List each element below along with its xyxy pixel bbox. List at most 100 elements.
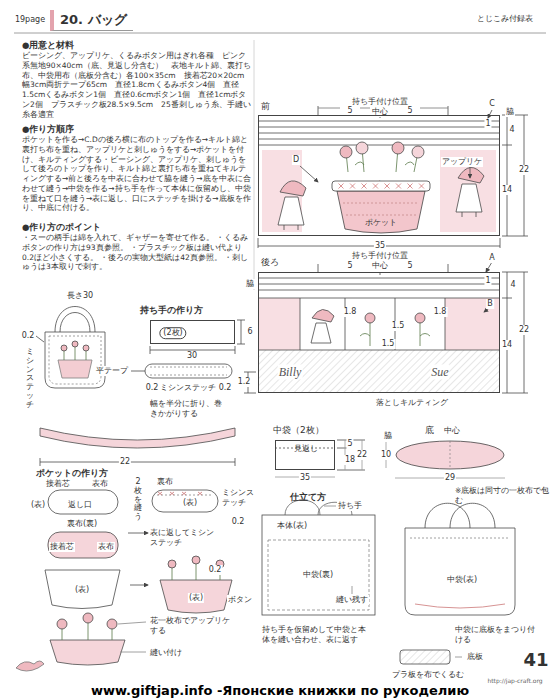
dimension-label: 22 bbox=[119, 457, 131, 467]
part-label: 中心 bbox=[371, 261, 389, 271]
watermark: www.giftjap.info -Японские книжки по рук… bbox=[90, 683, 470, 699]
part-label: 縫い付け bbox=[150, 648, 182, 658]
part-label: (表) bbox=[30, 500, 46, 510]
section-heading: ●用意と材料 bbox=[22, 40, 74, 51]
section-heading: ●作り方のポイント bbox=[22, 222, 101, 233]
dimension-label: A bbox=[488, 253, 495, 263]
instruction-text: ミシンステッチ bbox=[222, 488, 258, 508]
lining-piece: 中袋（2枚）見返し bbox=[275, 440, 335, 470]
part-label: 表布 bbox=[97, 542, 115, 552]
node-label: 後ろ bbox=[261, 257, 279, 268]
instruction-text: 中袋に底板をまつり付ける bbox=[455, 625, 535, 645]
part-label: 脇 bbox=[505, 107, 515, 117]
dimension-label: C bbox=[488, 99, 496, 109]
handle-strip: (2枚) bbox=[150, 320, 235, 344]
part-label: 脇 bbox=[245, 279, 255, 289]
instruction-text: ポケットを作る→C.Dの後ろ横に布のトップを作る→キルト綿と裏打ち布を重ね、アッ… bbox=[22, 135, 252, 213]
dimension-label: B bbox=[486, 299, 494, 309]
instruction-text: 花一枚布でアップリケする bbox=[150, 616, 230, 636]
dimension-label: 1.5 bbox=[391, 321, 406, 331]
node-label: 底 bbox=[425, 425, 434, 436]
part-label: 平テープ bbox=[95, 366, 129, 376]
part-label: 中袋(裏) bbox=[302, 570, 334, 580]
dimension-label: 14 bbox=[501, 340, 513, 350]
bottom-oval: 底 bbox=[395, 440, 505, 470]
dimension-label: 35 bbox=[374, 241, 386, 251]
dimension-label: D bbox=[292, 155, 300, 165]
part-label: 返し口 bbox=[67, 500, 93, 510]
dimension-label: 0.2 bbox=[208, 565, 223, 575]
part-label: 持ち手 bbox=[337, 501, 363, 511]
part-label: 脇 bbox=[383, 431, 393, 441]
dimension-label: 4 bbox=[508, 125, 515, 135]
dimension-label: 30 bbox=[186, 351, 198, 361]
instruction-text: ※底板は同寸の一枚布で包む bbox=[455, 486, 550, 506]
dimension-label: 0.2 bbox=[218, 383, 233, 393]
part-label: 裏布 bbox=[156, 477, 174, 487]
part-label: 本体(表) bbox=[276, 521, 308, 531]
node-label: ポケット bbox=[365, 218, 397, 228]
dimension-label: 5 bbox=[346, 439, 353, 449]
instruction-text: 持ち手を仮留めして中袋と本体を縫い合わせ、表に返す bbox=[262, 625, 372, 645]
part-label: 接着芯 bbox=[45, 479, 71, 489]
part-label: アップリケ bbox=[441, 157, 483, 167]
vertical-label: ミシンステッチ bbox=[26, 348, 34, 410]
dimension-label: 0.2 bbox=[21, 331, 36, 341]
node-label: 前 bbox=[261, 101, 270, 112]
dimension-label: 5 bbox=[406, 261, 413, 271]
vertical-label: 2枚を縫う bbox=[134, 478, 142, 522]
section-heading: 持ち手の作り方 bbox=[140, 305, 203, 316]
part-label: 縫い残す bbox=[335, 595, 369, 605]
node-outline bbox=[395, 440, 505, 470]
node-label: (2枚) bbox=[159, 327, 186, 339]
dimension-label: 4 bbox=[509, 280, 516, 290]
embroidery-name: Sue bbox=[430, 365, 449, 380]
dimension-label: 1.8 bbox=[343, 307, 358, 317]
part-label: (表) bbox=[182, 498, 198, 508]
instruction-text: ・スーの柄手は綿を入れて、ギャザーを寄せて作る。 ・くるみボタンの作り方は93頁… bbox=[22, 233, 252, 272]
part-label: (表) bbox=[188, 593, 204, 603]
part-label: プラ板を布でくるむ bbox=[392, 670, 464, 680]
dimension-label: 22 bbox=[356, 450, 368, 460]
dimension-label: 35 bbox=[299, 473, 311, 483]
front-panel: 前ポケット bbox=[258, 115, 500, 236]
dimension-label: 1 bbox=[484, 276, 491, 286]
embroidery-name: Billy bbox=[278, 365, 303, 380]
part-label: 持ち手付け位置 bbox=[351, 251, 409, 261]
dimension-label: 1 bbox=[484, 119, 491, 129]
dimension-label: 22 bbox=[518, 325, 530, 335]
part-label: 底板 bbox=[466, 652, 484, 662]
part-label: ミシンステッチ bbox=[159, 383, 217, 393]
dimension-label: 18 bbox=[344, 455, 356, 465]
instruction-text: ビーシング、アップリケ、くるみボタン用はぎれ各種 ピンク系無地90×40cm（底… bbox=[22, 51, 252, 119]
dimension-label: 6 bbox=[246, 327, 253, 337]
dimension-label: 29 bbox=[444, 473, 456, 483]
part-label: 表布 bbox=[91, 479, 109, 489]
part-label: 持ち手付け位置 bbox=[351, 97, 409, 107]
part-label: とじこみ付録表 bbox=[476, 14, 534, 24]
dimension-label: 14 bbox=[501, 185, 513, 195]
part-label: 中袋(表) bbox=[446, 575, 478, 585]
part-label: 裏布(裏) bbox=[66, 519, 98, 529]
section-heading: 仕立て方 bbox=[290, 492, 326, 503]
back-panel: 後ろ bbox=[258, 272, 500, 393]
instruction-text: 幅を半分に折り、巻きかがりする bbox=[150, 399, 228, 419]
part-label: 長さ30 bbox=[66, 291, 94, 301]
dimension-label: 22 bbox=[518, 165, 530, 175]
part-label: (表) bbox=[74, 585, 90, 595]
dimension-label: 1.2 bbox=[237, 377, 252, 387]
page-number: 41 bbox=[522, 649, 549, 672]
instruction-text: 表に返してミシンステッチ bbox=[150, 528, 220, 548]
dimension-label: 0.2 bbox=[145, 383, 160, 393]
part-label: 接着芯 bbox=[49, 542, 75, 552]
dimension-label: 1.5 bbox=[381, 339, 396, 349]
dimension-label: 10 bbox=[380, 450, 392, 460]
dimension-label: 0.2 bbox=[231, 517, 246, 527]
section-heading: ポケットの作り方 bbox=[36, 468, 108, 479]
dimension-label: 1.8 bbox=[433, 307, 448, 317]
node-label: 中袋（2枚） bbox=[273, 425, 324, 436]
part-label: 19page bbox=[14, 15, 46, 25]
section-heading: ●作り方順序 bbox=[22, 124, 74, 135]
watermark: http://jap-craft.org bbox=[486, 677, 543, 685]
